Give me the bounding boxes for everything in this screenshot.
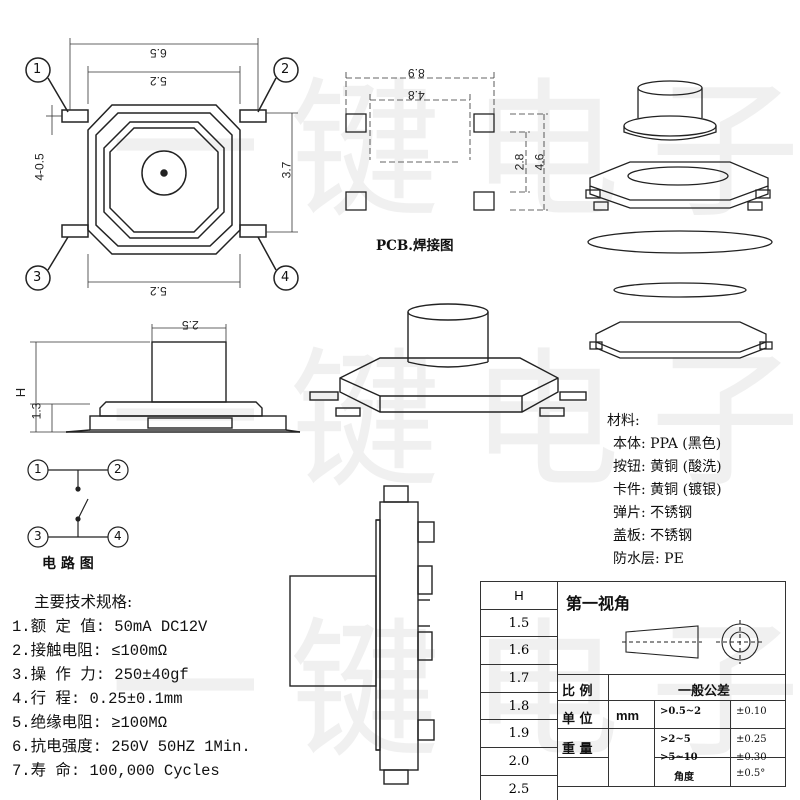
- tol-range: >5~10: [660, 752, 698, 763]
- spec-item: 6.抗电强度: 250V 50HZ 1Min.: [12, 738, 251, 756]
- material-item: 防水层: PE: [613, 551, 684, 567]
- height-left-dim: 4-0.5: [32, 153, 47, 181]
- scale-label: 比 例: [562, 684, 593, 699]
- height-right-dim: 3.7: [279, 161, 294, 179]
- base-height-dim: 1.3: [29, 402, 44, 420]
- pin-label-1: 1: [33, 62, 42, 77]
- spec-item: 4.行 程: 0.25±0.1mm: [12, 690, 183, 708]
- unit-value: mm: [616, 708, 640, 723]
- pcb-layout-drawing: [345, 72, 548, 211]
- pin-label-2: 2: [281, 62, 290, 77]
- tol-value: ±0.30: [736, 752, 767, 763]
- material-item: 弹片: 不锈钢: [613, 505, 693, 521]
- pin-label-4: 4: [281, 270, 290, 285]
- h-table-cell: 1.6: [480, 636, 558, 666]
- overall-width-dim: 6.5: [150, 46, 167, 60]
- circuit-pin-3: 3: [34, 529, 42, 543]
- height-h-label: H: [13, 387, 29, 398]
- pcb-v-outer-dim: 4.6: [532, 153, 547, 171]
- isometric-view-drawing: [309, 303, 587, 417]
- pcb-outer-dim: 8.9: [408, 66, 425, 80]
- h-table-cell: 1.5: [480, 608, 558, 638]
- exploded-view-drawing: [585, 80, 773, 359]
- spec-item: 3.操 作 力: 250±40gf: [12, 666, 189, 684]
- circuit-pin-2: 2: [114, 462, 122, 476]
- first-angle-symbol: [622, 620, 764, 664]
- tol-value: ±0.10: [736, 706, 767, 717]
- tol-range: 角度: [674, 772, 694, 783]
- tol-range: >0.5~2: [660, 706, 702, 717]
- circuit-label: 电 路 图: [42, 556, 94, 572]
- watermark: 一键电子: [110, 335, 800, 509]
- circuit-pin-4: 4: [114, 529, 122, 543]
- material-item: 盖板: 不锈钢: [613, 528, 693, 544]
- side-view-drawing: [30, 324, 301, 433]
- material-item: 本体: PPA (黑色): [613, 436, 722, 452]
- material-item: 按钮: 黄铜 (酸洗): [613, 459, 722, 475]
- h-table-cell: 2.5: [480, 774, 558, 800]
- body-width-bottom-dim: 5.2: [150, 284, 167, 298]
- body-width-dim: 5.2: [150, 74, 167, 88]
- pcb-inner-dim: 4.8: [408, 88, 425, 102]
- tolerance-block: 第一视角 比 例 一般公差 单 位 mm 重 量 >0.5~2 ±0.10 >2…: [557, 581, 786, 787]
- top-view-drawing: [25, 38, 299, 291]
- tol-value: ±0.5°: [736, 768, 766, 779]
- pin-label-3: 3: [33, 270, 42, 285]
- weight-label: 重 量: [562, 742, 593, 757]
- circuit-diagram: [27, 459, 129, 548]
- h-table-cell: 1.7: [480, 664, 558, 693]
- materials-title: 材料:: [607, 413, 640, 429]
- h-table-cell: 1.9: [480, 719, 558, 749]
- watermark: 一键电子: [110, 605, 800, 779]
- section-view-drawing: [289, 485, 435, 785]
- unit-label: 单 位: [562, 712, 593, 727]
- h-table-cell: 1.8: [480, 691, 558, 721]
- spec-item: 2.接触电阻: ≤100mΩ: [12, 642, 168, 660]
- h-value-table: H 1.5 1.6 1.7 1.8 1.9 2.0 2.5: [480, 581, 558, 800]
- material-item: 卡件: 黄铜 (镀银): [613, 482, 722, 498]
- pcb-title: PCB.焊接图: [376, 238, 454, 254]
- spec-item: 7.寿 命: 100,000 Cycles: [12, 762, 220, 780]
- tol-range: >2~5: [660, 734, 691, 745]
- h-table-cell: 2.0: [480, 747, 558, 776]
- specs-title: 主要技术规格:: [34, 593, 133, 611]
- spec-item: 1.额 定 值: 50mA DC12V: [12, 618, 208, 636]
- h-table-header: H: [480, 581, 558, 610]
- spec-item: 5.绝缘电阻: ≥100MΩ: [12, 714, 168, 732]
- general-tol-label: 一般公差: [678, 684, 731, 699]
- pcb-v-inner-dim: 2.8: [512, 153, 527, 171]
- tol-value: ±0.25: [736, 734, 767, 745]
- circuit-pin-1: 1: [34, 462, 42, 476]
- view-label: 第一视角: [566, 594, 631, 613]
- stem-width-dim: 2.5: [182, 318, 199, 332]
